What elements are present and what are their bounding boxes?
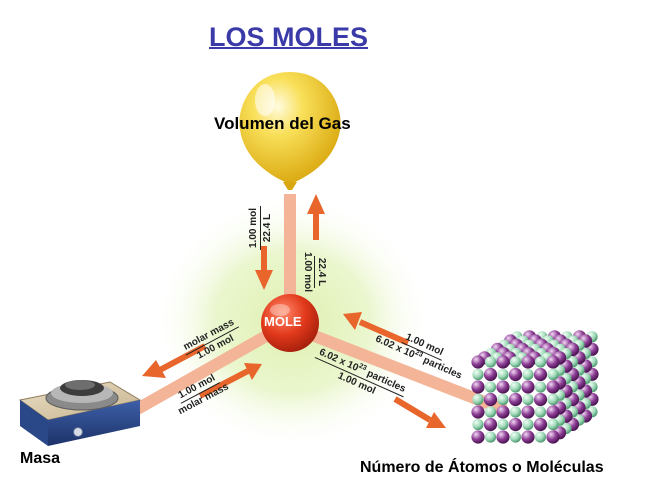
lattice-sphere [496, 380, 510, 394]
mole-sphere [261, 294, 319, 352]
lattice-sphere [546, 380, 560, 394]
lattice-sphere [484, 406, 497, 418]
lattice-sphere [546, 430, 560, 444]
lattice-sphere [509, 356, 522, 368]
lattice-sphere [521, 380, 535, 394]
factor-mole-per-22-4l: 1.00 mol 22.4 L [248, 205, 273, 250]
hot-plate-icon [18, 380, 142, 446]
lattice-sphere [496, 355, 510, 369]
gas-volume-label: Volumen del Gas [214, 114, 351, 133]
lattice-sphere [508, 367, 523, 382]
arrow-particles-to-mole [343, 312, 410, 346]
lattice-sphere [497, 393, 509, 406]
arrows [142, 194, 446, 428]
lattice-sphere [533, 367, 548, 382]
particles-label: Número de Átomos o Moléculas [360, 459, 604, 476]
lattice-sphere [508, 392, 523, 407]
lattice-sphere [496, 430, 510, 444]
lattice-sphere [472, 368, 484, 381]
lattice-sphere [483, 417, 498, 432]
lattice-sphere [471, 355, 485, 369]
lattice-sphere [521, 405, 535, 419]
lattice-sphere [522, 418, 534, 431]
lattice-sphere [522, 368, 534, 381]
balloon-icon [239, 72, 341, 190]
lattice-sphere [547, 368, 559, 381]
arrow-mole-to-particles [393, 396, 446, 428]
lattice-sphere [546, 405, 560, 419]
lattice-sphere [534, 381, 547, 393]
lattice-sphere [471, 380, 485, 394]
lattice-sphere [497, 368, 509, 381]
factor-22-4l-per-mole: 22.4 L 1.00 mol [302, 250, 327, 294]
lattice-sphere [522, 393, 534, 406]
lattice-sphere [472, 393, 484, 406]
lattice-sphere [472, 418, 484, 431]
band-to-mass [115, 329, 271, 426]
lattice-sphere [471, 430, 485, 444]
arrow-gas-to-mole-down [255, 246, 273, 290]
arrow-mole-to-gas-up [307, 194, 325, 240]
lattice-sphere [521, 355, 535, 369]
lattice-sphere [533, 392, 548, 407]
lattice-sphere [508, 417, 523, 432]
page-title: LOS MOLES [209, 22, 369, 52]
lattice-sphere [509, 381, 522, 393]
lattice-sphere [534, 356, 547, 368]
lattice-sphere [509, 406, 522, 418]
lattice-sphere [484, 431, 497, 443]
factor-denominator: 1.00 mol [302, 252, 313, 293]
factor-denominator: 22.4 L [262, 213, 273, 243]
lattice-sphere [484, 356, 497, 368]
lattice-sphere [546, 355, 560, 369]
lattice-sphere [533, 417, 548, 432]
lattice-sphere [471, 405, 485, 419]
lattice-sphere [509, 431, 522, 443]
lattice-sphere [483, 392, 498, 407]
arrow-mass-to-mole [198, 363, 262, 399]
lattice-sphere [483, 367, 498, 382]
lattice-sphere [534, 406, 547, 418]
mole-label: MOLE [264, 314, 302, 329]
lattice-sphere [547, 418, 559, 431]
mass-label: Masa [20, 450, 61, 467]
crystal-lattice-icon [471, 330, 599, 444]
arrow-mole-to-mass [142, 343, 207, 378]
lattice-sphere [497, 418, 509, 431]
lattice-sphere [484, 381, 497, 393]
factor-numerator: 22.4 L [314, 255, 327, 289]
lattice-sphere [547, 393, 559, 406]
lattice-sphere [534, 431, 547, 443]
factor-numerator: 1.00 mol [248, 205, 261, 250]
lattice-sphere [521, 430, 535, 444]
lattice-sphere [496, 405, 510, 419]
